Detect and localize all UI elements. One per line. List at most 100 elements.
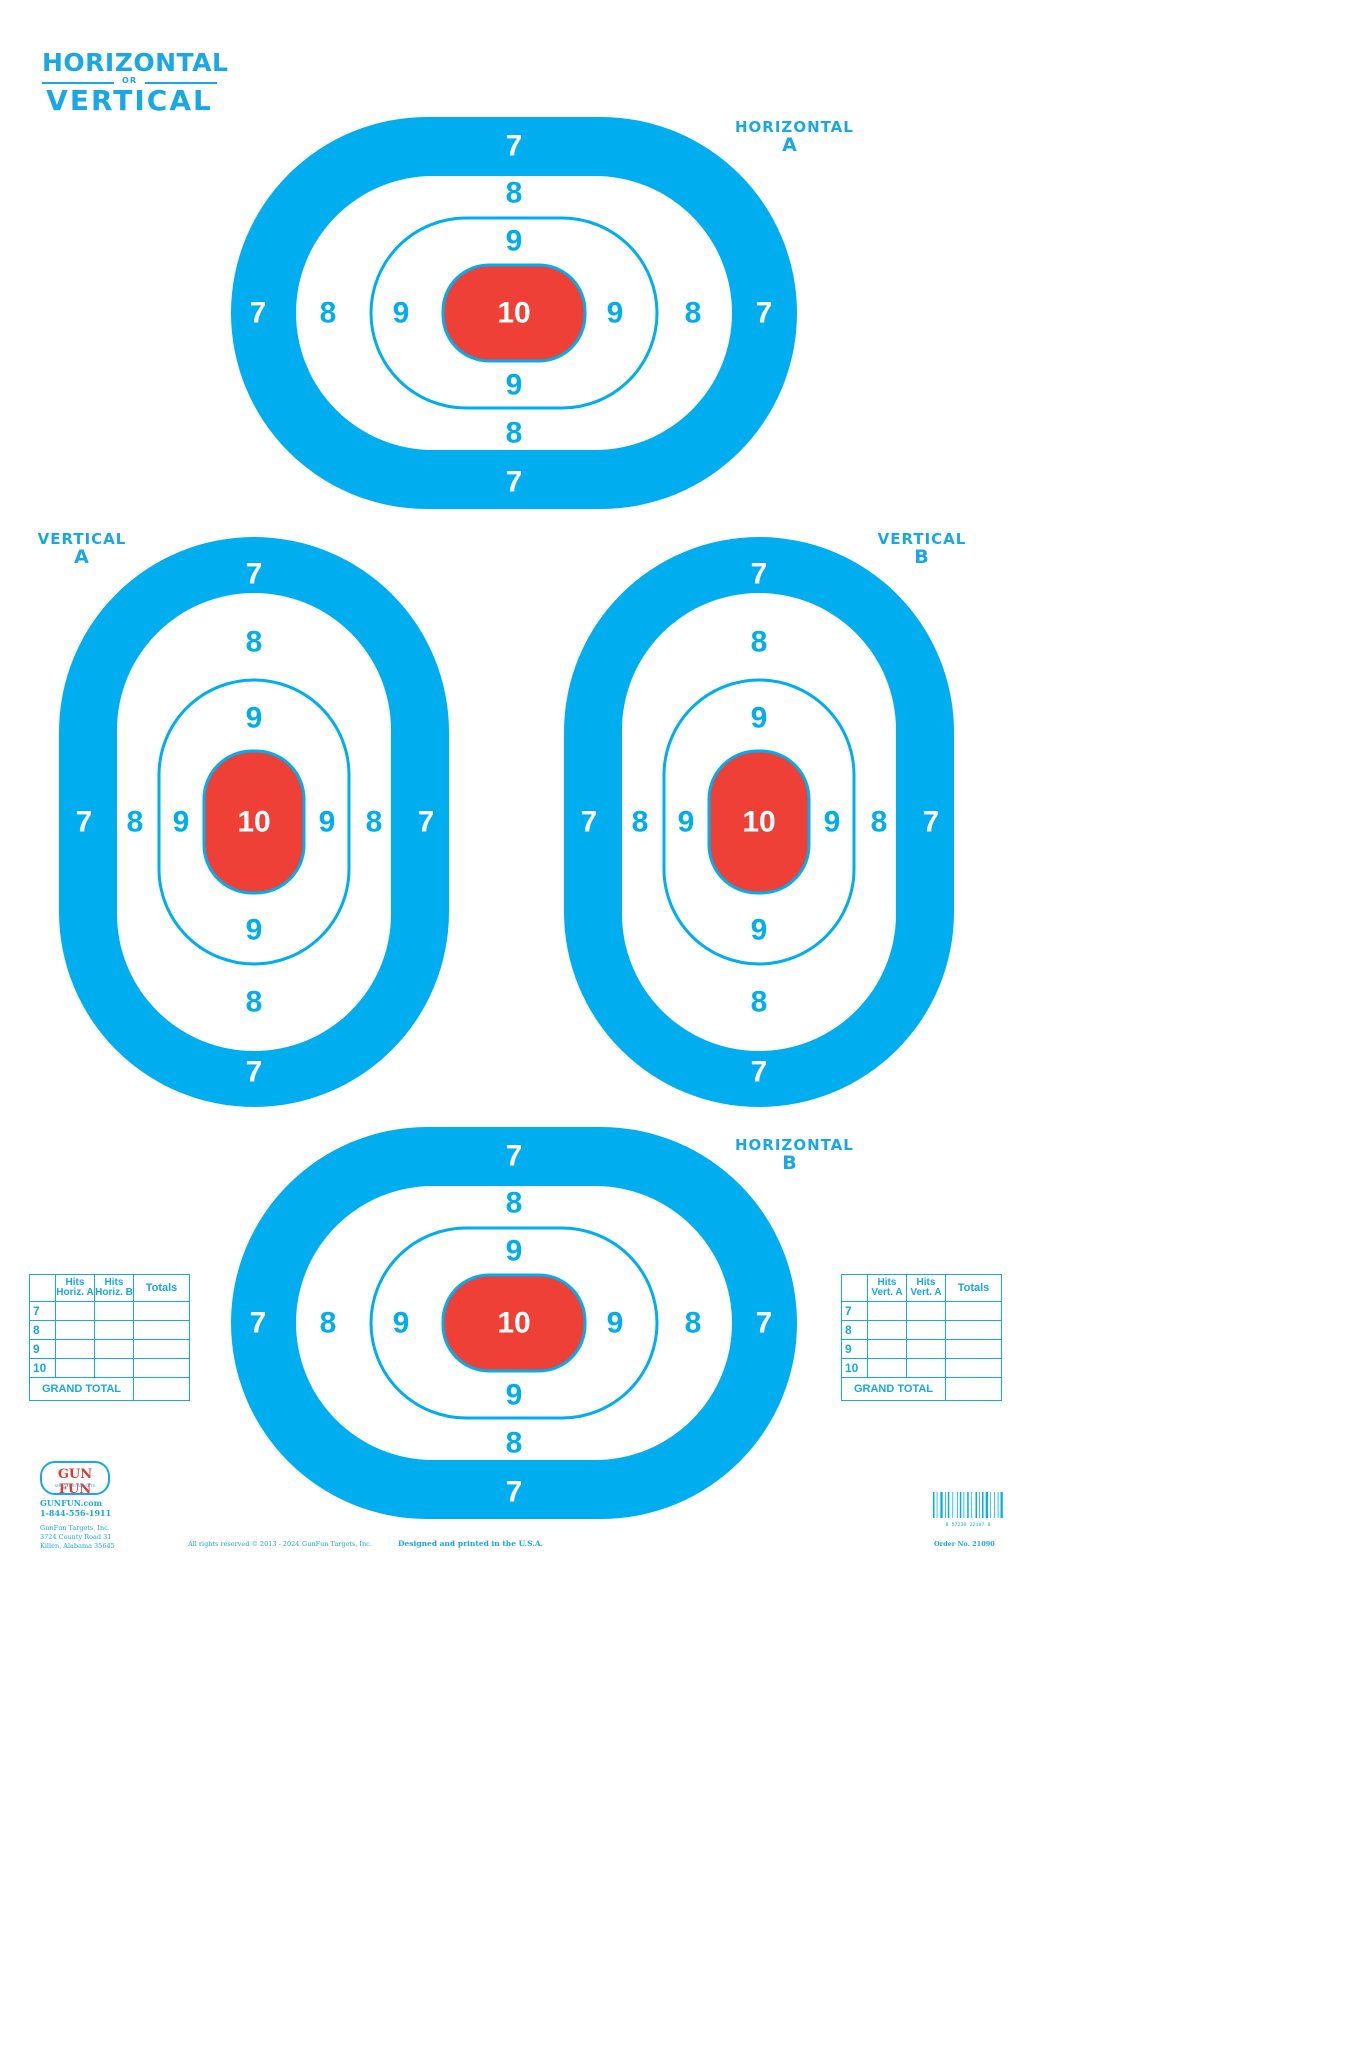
score-label-8: 8 [632, 806, 649, 839]
score-row-label: 7 [841, 1301, 868, 1321]
footer-address-line2: Killen, Alabama 35645 [40, 1542, 115, 1550]
score-cell[interactable] [906, 1320, 946, 1340]
score-label-9: 9 [173, 806, 190, 839]
score-row-9: 9 [29, 1339, 190, 1359]
score-label-9: 9 [751, 702, 768, 735]
score-cell[interactable] [94, 1358, 134, 1378]
score-label-7: 7 [506, 130, 523, 163]
score-cell[interactable] [55, 1339, 95, 1359]
score-label-8: 8 [871, 806, 888, 839]
score-cell[interactable] [945, 1358, 1002, 1378]
score-cell[interactable] [867, 1339, 907, 1359]
score-label-8: 8 [506, 417, 523, 450]
score-grand-total-row: GRAND TOTAL [29, 1377, 190, 1401]
score-row-label: 10 [841, 1358, 868, 1378]
score-label-7: 7 [246, 1056, 263, 1089]
score-row-label: 9 [29, 1339, 56, 1359]
score-label-7: 7 [581, 806, 598, 839]
ring-10 [202, 749, 306, 895]
score-cell[interactable] [55, 1301, 95, 1321]
footer-address: GunFun Targets, Inc. 3724 County Road 31… [40, 1524, 115, 1551]
score-cell[interactable] [867, 1301, 907, 1321]
score-label-10: 10 [497, 297, 530, 330]
score-cell[interactable] [867, 1320, 907, 1340]
score-cell[interactable] [94, 1320, 134, 1340]
score-row-8: 8 [841, 1320, 1002, 1340]
target-label-horizontal-a: HORIZONTAL A [735, 118, 853, 156]
footer-made-in: Designed and printed in the U.S.A. [398, 1539, 544, 1548]
target-label-vertical-b: VERTICAL B [872, 530, 972, 567]
score-label-9: 9 [246, 914, 263, 947]
score-label-9: 9 [607, 1307, 624, 1340]
score-label-7: 7 [506, 466, 523, 499]
score-row-8: 8 [29, 1320, 190, 1340]
score-row-label: 8 [29, 1320, 56, 1340]
score-label-10: 10 [237, 806, 270, 839]
score-label-7: 7 [751, 558, 768, 591]
order-number: Order No. 21090 [934, 1540, 995, 1548]
sheet-title-or: OR [122, 76, 137, 85]
score-row-label: 9 [841, 1339, 868, 1359]
sheet-title-top: HORIZONTAL [42, 48, 229, 77]
logo-tagline: SHOOTING TARGETS [54, 1483, 96, 1488]
score-label-7: 7 [246, 558, 263, 591]
score-cell[interactable] [133, 1320, 190, 1340]
target-label-letter: B [782, 1152, 798, 1174]
footer-address-line1: 3724 County Road 31 [40, 1533, 112, 1541]
score-label-7: 7 [76, 806, 93, 839]
score-cell[interactable] [867, 1358, 907, 1378]
score-cell[interactable] [906, 1301, 946, 1321]
ring-10 [441, 1273, 587, 1373]
score-cell[interactable] [945, 1339, 1002, 1359]
score-row-7: 7 [841, 1301, 1002, 1321]
score-cell[interactable] [906, 1339, 946, 1359]
target-label-letter: A [782, 134, 798, 156]
title-divider-right [145, 82, 217, 84]
score-grand-total-cell[interactable] [945, 1377, 1002, 1401]
score-label-8: 8 [685, 1307, 702, 1340]
target-label-text: VERTICAL [37, 530, 127, 548]
ring-9 [157, 678, 351, 966]
score-cell[interactable] [133, 1339, 190, 1359]
barcode-icon [933, 1492, 1003, 1518]
barcode-digits: 8 57230 22197 8 [945, 1522, 991, 1528]
score-label-8: 8 [506, 1187, 523, 1220]
target-label-text: VERTICAL [877, 530, 967, 548]
score-label-8: 8 [366, 806, 383, 839]
score-cell[interactable] [55, 1320, 95, 1340]
score-cell[interactable] [945, 1301, 1002, 1321]
score-cell[interactable] [94, 1339, 134, 1359]
score-label-8: 8 [246, 986, 263, 1019]
score-cell[interactable] [945, 1320, 1002, 1340]
target-label-text: HORIZONTAL [735, 1136, 854, 1154]
score-label-9: 9 [678, 806, 695, 839]
sheet-title-or-row: OR [42, 76, 217, 88]
score-label-7: 7 [250, 297, 267, 330]
target-label-text: HORIZONTAL [735, 118, 854, 136]
score-cell[interactable] [133, 1358, 190, 1378]
score-label-8: 8 [320, 297, 337, 330]
score-cell[interactable] [906, 1358, 946, 1378]
score-label-7: 7 [250, 1307, 267, 1340]
footer-contact: GUNFUN.com 1-844-556-1911 [40, 1498, 111, 1518]
score-label-9: 9 [751, 914, 768, 947]
score-cell[interactable] [94, 1301, 134, 1321]
score-label-8: 8 [506, 177, 523, 210]
score-label-7: 7 [756, 1307, 773, 1340]
score-row-label: 7 [29, 1301, 56, 1321]
score-label-8: 8 [751, 986, 768, 1019]
score-cell[interactable] [55, 1358, 95, 1378]
score-label-8: 8 [506, 1427, 523, 1460]
score-label-7: 7 [418, 806, 435, 839]
score-corner [29, 1274, 56, 1302]
score-label-9: 9 [824, 806, 841, 839]
score-cell[interactable] [133, 1301, 190, 1321]
title-divider-left [42, 82, 114, 84]
footer-phone: 1-844-556-1911 [40, 1508, 112, 1518]
score-grand-total-cell[interactable] [133, 1377, 190, 1401]
